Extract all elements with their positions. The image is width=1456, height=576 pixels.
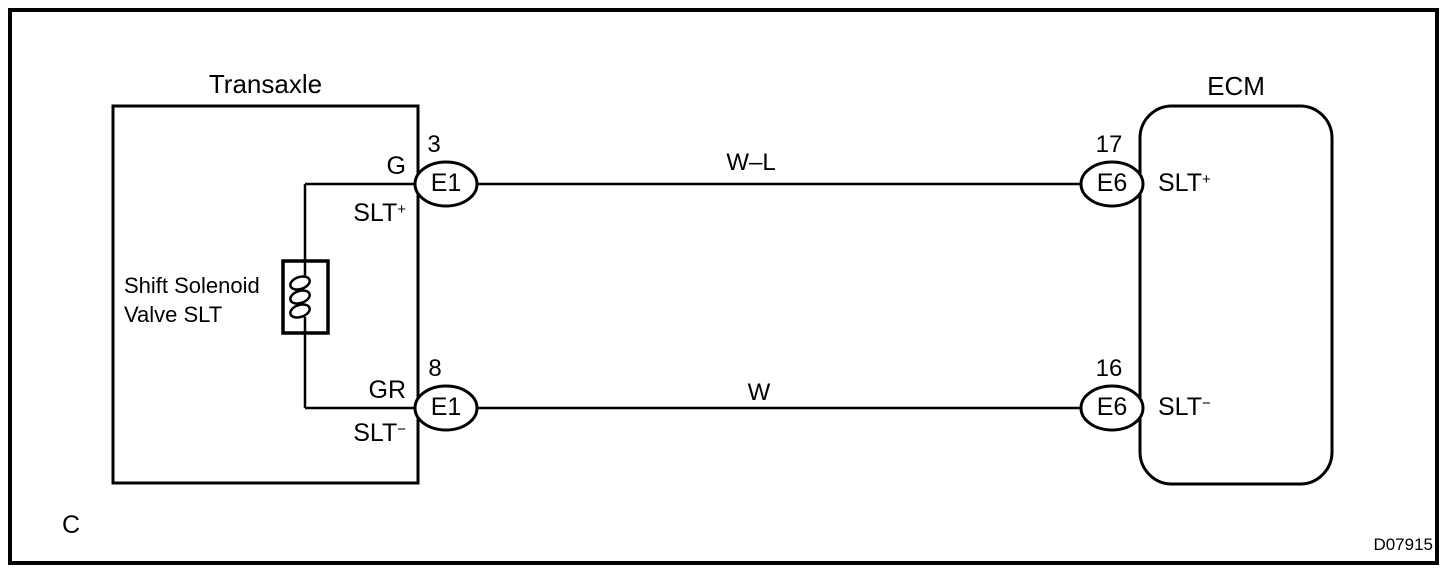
connector-oval-e6-pin16 [1079,384,1145,432]
pin-number-e1-8: 8 [428,355,442,382]
wire-label-w: W [747,379,771,406]
wire-label-w-l: W–L [726,149,776,176]
outer-frame [8,8,1439,565]
wire-color-gr: GR [368,376,407,404]
pin-number-e6-17: 17 [1095,131,1123,158]
signal-base: SLT [353,419,398,447]
transaxle-title: Transaxle [208,69,323,99]
pin-number-e1-3: 3 [427,131,441,158]
signal-base: SLT [353,199,398,227]
signal-sup: − [397,421,406,438]
signal-sup: − [1202,395,1211,412]
ecm-title: ECM [1207,71,1265,101]
shift-solenoid-valve-label-line1: Shift Solenoid [124,273,260,298]
connector-oval-e1-pin3 [413,160,479,208]
shift-solenoid-valve-label-line2: Valve SLT [124,302,223,327]
signal-sup: + [1202,171,1211,188]
drawing-number: D07915 [1373,535,1433,554]
transaxle-signal-slt-plus: SLT+ [306,199,406,228]
connector-oval-e1-pin8 [413,384,479,432]
figure-label: C [62,511,81,539]
signal-base: SLT [1158,169,1202,197]
signal-base: SLT [1158,393,1202,421]
ecm-signal-slt-plus: SLT+ [1158,169,1211,198]
ecm-signal-slt-minus: SLT− [1158,393,1211,422]
signal-sup: + [397,201,406,218]
transaxle-signal-slt-minus: SLT− [306,419,406,448]
ecm-box [1138,104,1334,486]
connector-label-e6-bottom: E6 [1096,393,1128,421]
pin-number-e6-16: 16 [1095,355,1123,382]
transaxle-box [111,104,420,485]
solenoid-coil-icon [289,275,311,319]
connector-label-e6-top: E6 [1096,169,1128,197]
connector-label-e1-bottom: E1 [430,393,462,421]
connector-oval-e6-pin17 [1079,160,1145,208]
wire-color-g: G [386,152,406,180]
connector-label-e1-top: E1 [430,169,462,197]
shift-solenoid-valve-label: Shift Solenoid Valve SLT [124,271,274,329]
